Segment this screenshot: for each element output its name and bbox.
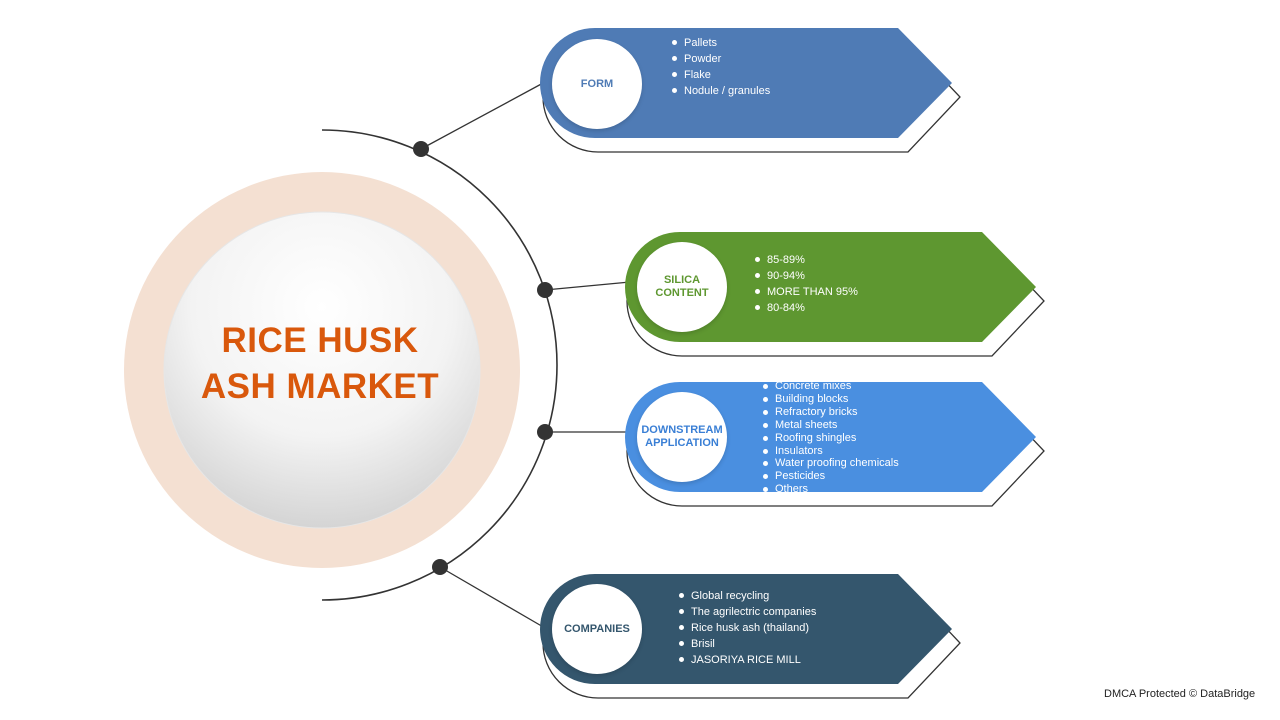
connector-line-companies (439, 566, 546, 629)
list-item: Flake (670, 67, 770, 83)
list-item: 80-84% (753, 300, 858, 316)
list-item: The agrilectric companies (677, 604, 816, 620)
center-title: RICE HUSK ASH MARKET (190, 318, 450, 410)
list-item: Water proofing chemicals (761, 457, 899, 470)
connector-dot-silica (537, 282, 553, 298)
segment-label-form: FORM (552, 39, 642, 129)
segment-label-companies: COMPANIES (552, 584, 642, 674)
list-item: JASORIYA RICE MILL (677, 652, 816, 668)
connector-line-form (420, 81, 546, 150)
list-item: Pesticides (761, 470, 899, 483)
list-item: Roofing shingles (761, 432, 899, 445)
connector-dot-application (537, 424, 553, 440)
list-item: Brisil (677, 636, 816, 652)
list-item: Global recycling (677, 588, 816, 604)
list-item: Pallets (670, 35, 770, 51)
banner-form (540, 28, 952, 138)
list-item: Insulators (761, 445, 899, 458)
segment-items-silica: 85-89%90-94%MORE THAN 95%80-84% (753, 252, 858, 316)
segment-label-silica: SILICA CONTENT (637, 242, 727, 332)
segment-label-application: DOWNSTREAM APPLICATION (637, 392, 727, 482)
list-item: Metal sheets (761, 419, 899, 432)
list-item: Concrete mixes (761, 380, 899, 393)
connector-line-silica (544, 281, 631, 291)
banner-application (625, 382, 1036, 492)
list-item: 85-89% (753, 252, 858, 268)
connector-dot-form (413, 141, 429, 157)
list-item: 90-94% (753, 268, 858, 284)
list-item: Rice husk ash (thailand) (677, 620, 816, 636)
list-item: Others (761, 483, 899, 496)
connector-dot-companies (432, 559, 448, 575)
list-item: Building blocks (761, 393, 899, 406)
list-item: Powder (670, 51, 770, 67)
banner-silica (625, 232, 1036, 342)
center-circle (163, 211, 481, 529)
list-item: Refractory bricks (761, 406, 899, 419)
banner-companies (540, 574, 952, 684)
center-title-line2: ASH MARKET (200, 367, 440, 406)
center-title-line1: RICE HUSK (221, 321, 419, 360)
list-item: Nodule / granules (670, 83, 770, 99)
watermark: DMCA Protected © DataBridge (1104, 688, 1256, 700)
list-item: MORE THAN 95% (753, 284, 858, 300)
connector-arc (321, 129, 558, 601)
